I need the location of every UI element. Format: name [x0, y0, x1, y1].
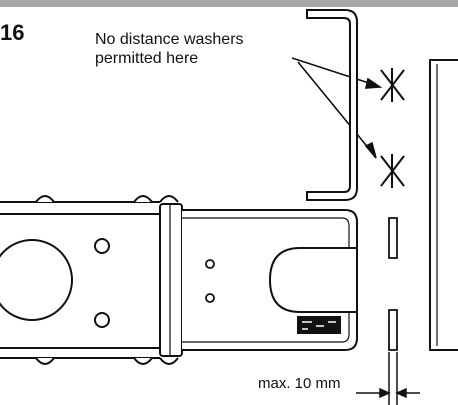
washer-plate-upper	[388, 217, 398, 259]
washer-plate-lower	[388, 309, 398, 351]
dimension-indicator	[356, 352, 420, 405]
rail-hole-lower	[94, 312, 110, 328]
figure-number: 16	[0, 20, 24, 45]
label-plate	[297, 316, 341, 334]
leader-arrows	[291, 57, 383, 159]
dimension-label: max. 10 mm	[258, 375, 341, 392]
mounting-bracket	[306, 9, 358, 201]
fork-hole-lower	[205, 293, 215, 303]
fork-hole-upper	[205, 259, 215, 269]
washer-note-line-2: permitted here	[95, 50, 198, 67]
washer-prohibited-x-icon	[380, 68, 405, 102]
header-bar	[0, 0, 458, 7]
mounting-wall	[429, 59, 458, 351]
fork-tongue	[182, 209, 358, 351]
frame-rail	[0, 195, 179, 365]
end-cap	[159, 203, 183, 357]
washer-prohibited-x-icon	[380, 154, 405, 188]
washer-note-line-1: No distance washers	[95, 31, 244, 48]
rail-hole-upper	[94, 238, 110, 254]
rail-large-hole	[0, 239, 73, 321]
fork-inner-edge	[182, 217, 350, 343]
